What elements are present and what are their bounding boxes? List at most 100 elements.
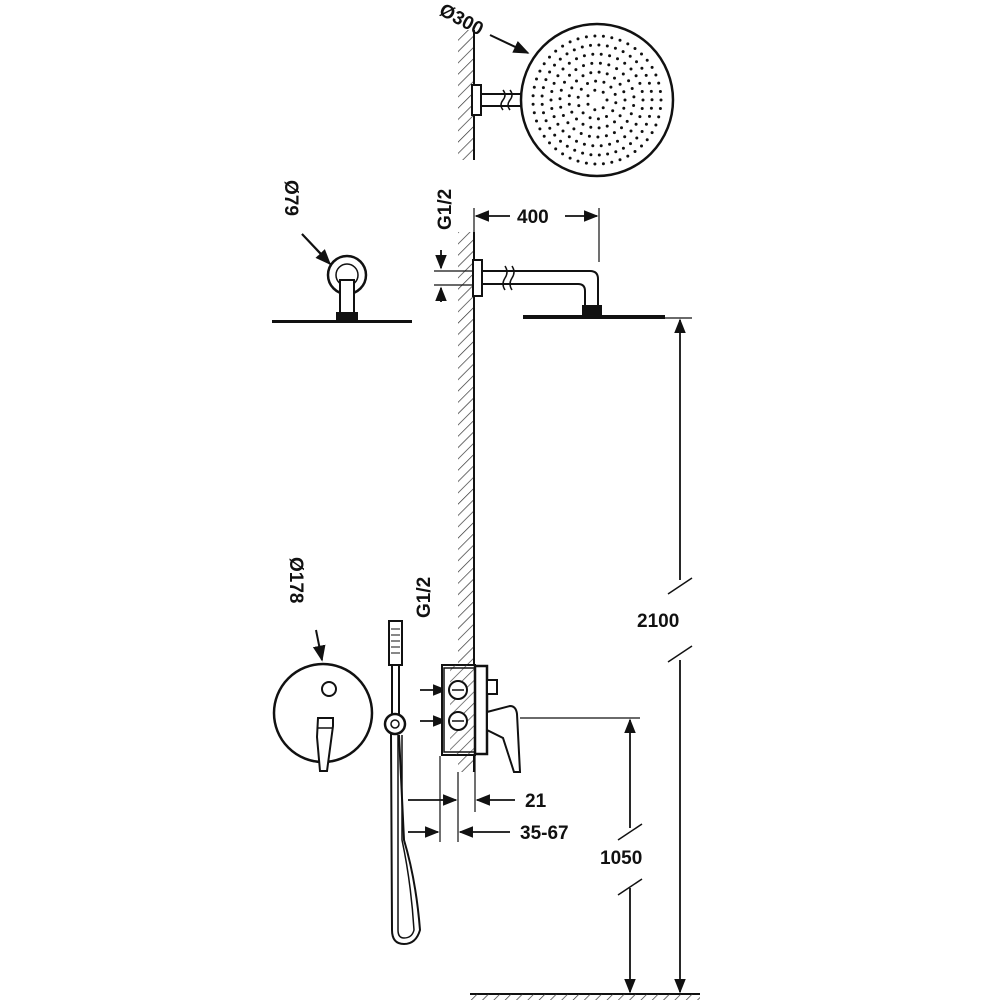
nozzle-dot xyxy=(561,152,565,156)
nozzle-dot xyxy=(550,107,554,110)
nozzle-dot xyxy=(615,67,619,71)
nozzle-dot xyxy=(567,102,571,106)
nozzle-dot xyxy=(542,134,546,138)
nozzle-dot xyxy=(605,72,609,76)
nozzle-dot xyxy=(584,35,588,39)
nozzle-dot xyxy=(605,124,609,128)
nozzle-dot xyxy=(621,146,625,150)
nozzle-dot xyxy=(640,90,644,93)
nozzle-dot xyxy=(538,127,542,131)
diverter-knob xyxy=(321,681,337,697)
nozzle-dot xyxy=(601,90,605,94)
nozzle-dot xyxy=(589,153,593,157)
nozzle-dot xyxy=(563,80,566,84)
nozzle-dot xyxy=(605,115,608,118)
nozzle-dot xyxy=(638,81,642,85)
nozzle-dot xyxy=(613,46,617,50)
nozzle-dot xyxy=(628,54,632,58)
nozzle-dot xyxy=(629,129,633,133)
nozzle-dot xyxy=(647,81,651,85)
mixer-height-label: 1050 xyxy=(600,848,642,869)
nozzle-dot xyxy=(549,98,553,102)
nozzle-dot xyxy=(623,98,627,102)
nozzle-dot xyxy=(645,58,649,62)
nozzle-dot xyxy=(581,74,585,78)
shower-head-side xyxy=(523,315,665,319)
nozzle-dot xyxy=(554,49,558,53)
nozzle-dot xyxy=(620,126,623,130)
nozzle-dot xyxy=(607,63,611,67)
nozzle-dot xyxy=(558,97,562,101)
nozzle-dot xyxy=(610,160,614,164)
mixer-side-view xyxy=(441,664,522,773)
nozzle-dot xyxy=(650,131,654,135)
nozzle-dot xyxy=(576,159,580,163)
nozzle-dot xyxy=(589,43,592,47)
upper-thread-dimension: G1/2 xyxy=(434,189,478,302)
nozzle-dot xyxy=(650,98,654,102)
nozzle-dot xyxy=(566,121,570,125)
nozzle-dot xyxy=(650,65,654,69)
floor-line xyxy=(470,993,700,1000)
nozzle-dot xyxy=(556,74,560,78)
nozzle-dot xyxy=(576,95,580,99)
nozzle-dot xyxy=(648,114,651,118)
nozzle-dot xyxy=(627,79,631,83)
nozzle-dot xyxy=(597,126,601,130)
nozzle-dot xyxy=(584,161,588,165)
nozzle-dot xyxy=(649,89,653,93)
nozzle-dot xyxy=(641,98,645,102)
head-height-dimension: 2100 xyxy=(637,317,693,994)
nozzle-dot xyxy=(589,125,593,129)
nozzle-dot xyxy=(554,147,558,151)
hand-shower xyxy=(383,620,422,946)
nozzle-dot xyxy=(630,87,634,90)
nozzle-dot xyxy=(579,87,583,91)
nozzle-dot xyxy=(635,136,639,140)
nozzle-dot xyxy=(553,63,556,67)
nozzle-dot xyxy=(540,94,544,98)
mixer-thread-label: G1/2 xyxy=(414,577,435,618)
nozzle-dot xyxy=(581,122,585,126)
nozzle-dot xyxy=(572,127,576,131)
wall-section-top xyxy=(458,30,474,160)
nozzle-dot xyxy=(633,47,637,50)
nozzle-dot xyxy=(542,62,546,66)
nozzle-dot xyxy=(577,104,581,108)
lever-side xyxy=(486,704,522,773)
nozzle-dot xyxy=(561,129,565,133)
nozzle-dot xyxy=(575,79,578,83)
nozzle-dot xyxy=(548,126,552,130)
nozzle-dot xyxy=(582,142,586,146)
arm-length-dimension: 400 xyxy=(473,207,600,262)
nozzle-dot xyxy=(632,95,636,99)
nozzle-dot xyxy=(548,55,551,59)
nozzle-dot xyxy=(576,37,580,41)
nozzle-dot xyxy=(568,40,572,44)
nozzle-dot xyxy=(644,122,648,126)
arm-top-view xyxy=(471,84,522,116)
depth-dimensions: 21 35-67 xyxy=(408,756,569,844)
nozzle-dot xyxy=(635,60,638,64)
nozzle-dot xyxy=(618,38,622,42)
embed-depth-label: 35-67 xyxy=(520,823,569,844)
nozzle-dot xyxy=(597,70,601,74)
nozzle-dot xyxy=(582,54,586,58)
nozzle-dot xyxy=(622,106,626,110)
arm-thread-label: G1/2 xyxy=(435,189,456,230)
nozzle-dot xyxy=(602,80,606,84)
nozzle-dot xyxy=(629,67,633,71)
nozzle-dot xyxy=(654,123,658,127)
nozzle-dot xyxy=(565,52,569,56)
nozzle-dot xyxy=(558,57,562,61)
nozzle-dot xyxy=(561,114,565,117)
nozzle-dot xyxy=(612,131,616,135)
nozzle-dot xyxy=(586,82,589,85)
nozzle-dot xyxy=(596,135,600,139)
nozzle-dot xyxy=(634,122,638,126)
nozzle-dot xyxy=(657,115,661,119)
nozzle-dot xyxy=(559,88,563,92)
nozzle-dot xyxy=(532,111,536,115)
nozzle-dot xyxy=(601,162,605,166)
